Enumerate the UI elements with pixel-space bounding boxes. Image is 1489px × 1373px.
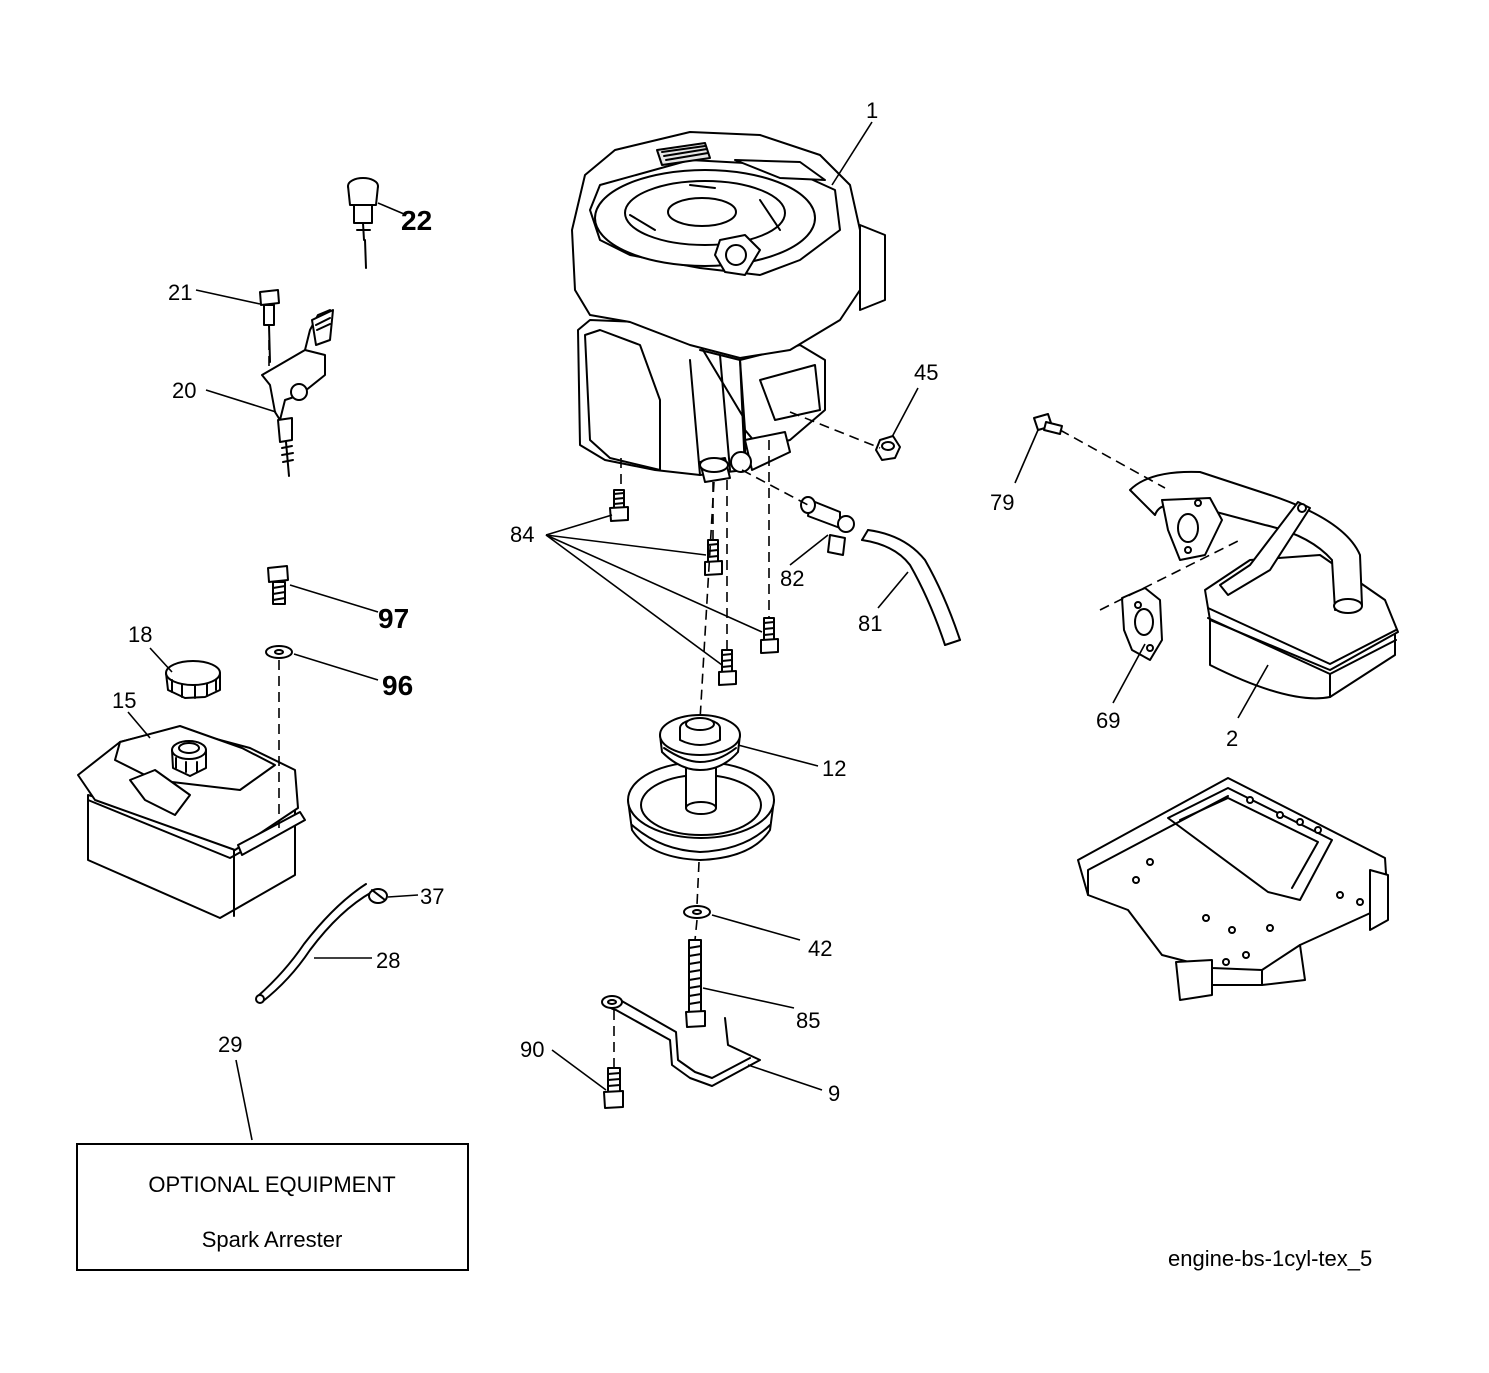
callout-84: 84 [510,522,534,547]
fuel-line-part [255,883,373,1004]
throttle-control-part [259,289,334,477]
callout-85: 85 [796,1008,820,1033]
callout-28: 28 [376,948,400,973]
callout-15: 15 [112,688,136,713]
washer-42-part [683,905,711,919]
callout-42: 42 [808,936,832,961]
bolt-97-part [267,565,289,605]
callout-9: 9 [828,1081,840,1106]
diagram-reference: engine-bs-1cyl-tex_5 [1168,1246,1372,1271]
callout-29: 29 [218,1032,242,1057]
callout-81: 81 [858,611,882,636]
callout-12: 12 [822,756,846,781]
callout-20: 20 [172,378,196,403]
callout-labels: 1 22 21 20 45 79 84 82 81 97 18 96 15 69… [112,98,1238,1106]
bolt-84-part [609,489,779,686]
washer-96-part [265,645,293,659]
alignment-lines [268,340,1241,1068]
callout-21: 21 [168,280,192,305]
callout-22: 22 [401,205,432,236]
breather-hose-part [861,529,961,646]
callout-69: 69 [1096,708,1120,733]
callout-37: 37 [420,884,444,909]
bolt-90-part [603,1067,624,1109]
leader-lines [127,121,1269,1141]
optional-equipment-item: Spark Arrester [202,1227,343,1252]
hose-clamp-part [368,888,388,904]
rod-part [601,995,761,1087]
choke-knob-part [347,177,379,269]
muffler-part [1129,470,1399,700]
fuel-cap-part [165,660,221,699]
bolt-85-part [685,939,706,1028]
engine-mount-plate-part [1077,777,1389,1001]
callout-45: 45 [914,360,938,385]
callout-97: 97 [378,603,409,634]
fitting-part [800,496,855,556]
engine-part [571,131,886,483]
callout-2: 2 [1226,726,1238,751]
callout-82: 82 [780,566,804,591]
optional-equipment-box: OPTIONAL EQUIPMENT Spark Arrester [76,1143,469,1271]
callout-79: 79 [990,490,1014,515]
callout-90: 90 [520,1037,544,1062]
bolt-79-part [1033,413,1063,435]
callout-96: 96 [382,670,413,701]
gasket-part [1121,587,1163,661]
optional-equipment-title: OPTIONAL EQUIPMENT [148,1172,395,1197]
callout-18: 18 [128,622,152,647]
pulley-part [627,714,775,861]
callout-1: 1 [866,98,878,123]
fuel-tank-part [77,725,306,919]
